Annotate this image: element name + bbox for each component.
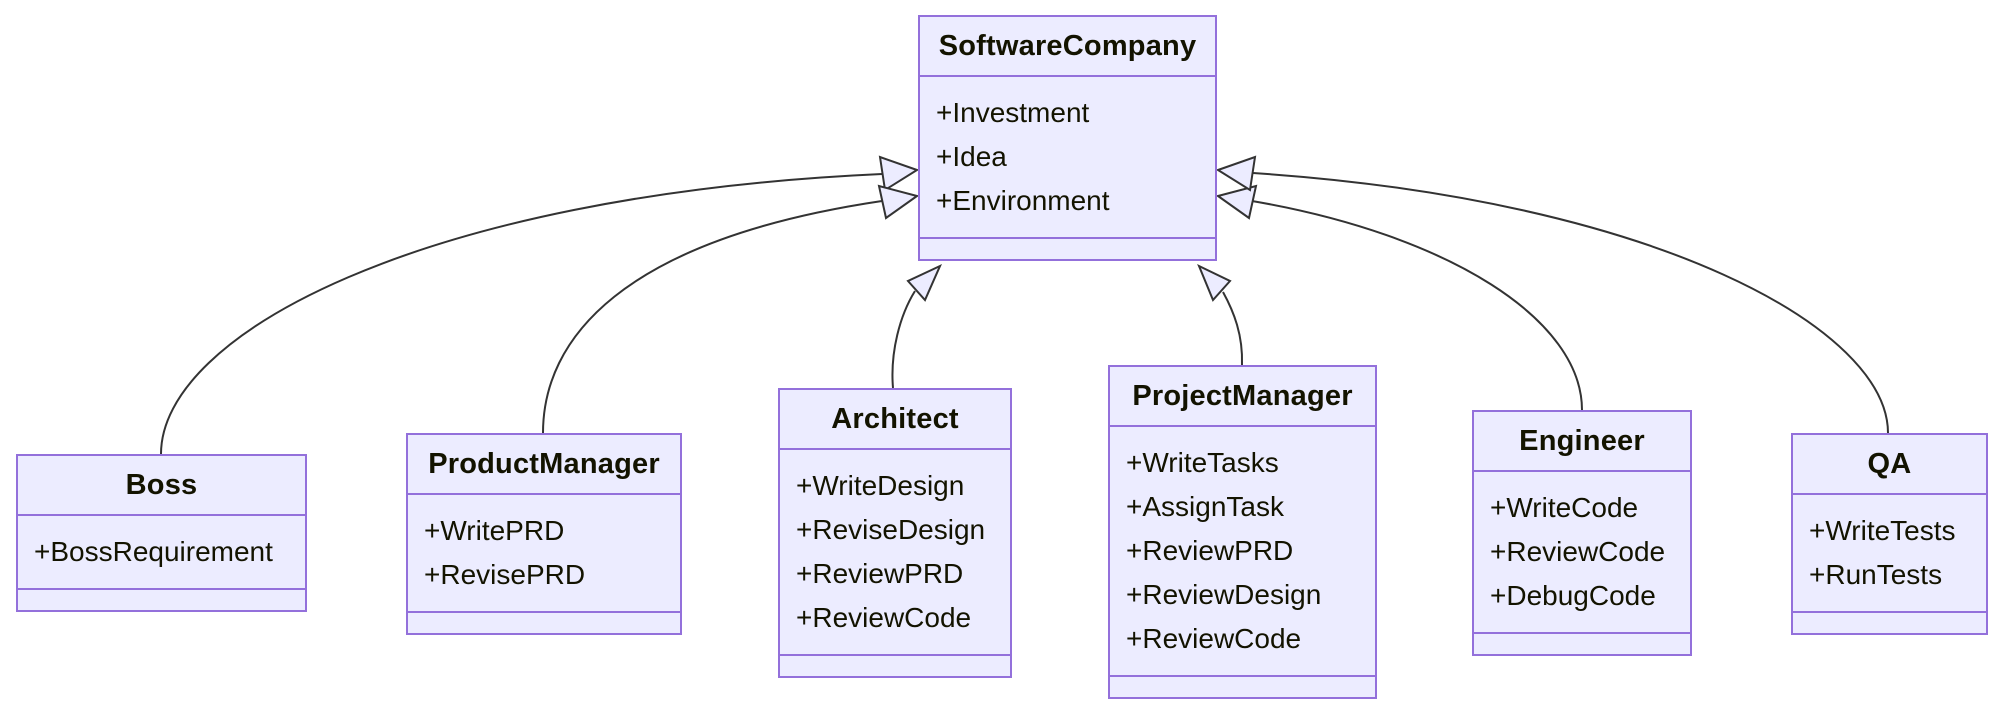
edge-qa-softwarecompany bbox=[1252, 172, 1889, 434]
edge-architect-softwarecompany bbox=[891, 290, 916, 389]
class-box-architect: Architect +WriteDesign +ReviseDesign +Re… bbox=[778, 388, 1012, 678]
edge-projectmanager-softwarecompany bbox=[1222, 291, 1244, 366]
class-attribute: +WriteCode bbox=[1490, 492, 1639, 523]
class-title-projectmanager: ProjectManager bbox=[1132, 379, 1353, 412]
class-attribute: +Investment bbox=[936, 97, 1090, 128]
class-methods-qa bbox=[1793, 611, 1986, 633]
class-attribute: +ReviewPRD bbox=[796, 558, 964, 589]
class-box-softwarecompany: SoftwareCompany +Investment +Idea +Envir… bbox=[918, 15, 1217, 261]
class-attributes-softwarecompany: +Investment +Idea +Environment bbox=[920, 75, 1215, 237]
class-attribute: +ReviewCode bbox=[1126, 623, 1302, 654]
class-box-projectmanager: ProjectManager +WriteTasks +AssignTask +… bbox=[1108, 365, 1377, 699]
inheritance-arrowhead-qa bbox=[1215, 155, 1257, 192]
class-attribute: +BossRequirement bbox=[34, 536, 273, 567]
class-box-engineer: Engineer +WriteCode +ReviewCode +DebugCo… bbox=[1472, 410, 1692, 656]
edge-engineer-softwarecompany bbox=[1251, 200, 1583, 411]
edge-boss-softwarecompany bbox=[160, 173, 883, 455]
inheritance-arrowhead-boss bbox=[878, 155, 920, 192]
class-box-qa: QA +WriteTests +RunTests bbox=[1791, 433, 1988, 635]
class-attribute: +DebugCode bbox=[1490, 580, 1656, 611]
class-title-productmanager: ProductManager bbox=[428, 447, 660, 480]
inheritance-arrowhead-engineer bbox=[1215, 184, 1258, 220]
class-methods-architect bbox=[780, 654, 1010, 676]
class-box-productmanager: ProductManager +WritePRD +RevisePRD bbox=[406, 433, 682, 635]
class-attribute: +WriteTests bbox=[1809, 515, 1956, 546]
class-attribute: +RunTests bbox=[1809, 559, 1943, 590]
class-methods-softwarecompany bbox=[920, 237, 1215, 259]
class-attribute: +Environment bbox=[936, 185, 1110, 216]
class-attributes-productmanager: +WritePRD +RevisePRD bbox=[408, 493, 680, 611]
class-attribute: +ReviseDesign bbox=[796, 514, 986, 545]
class-attribute: +ReviewDesign bbox=[1126, 579, 1322, 610]
class-methods-engineer bbox=[1474, 632, 1690, 654]
class-box-boss: Boss +BossRequirement bbox=[16, 454, 307, 612]
class-attribute: +RevisePRD bbox=[424, 559, 586, 590]
class-attribute: +WritePRD bbox=[424, 515, 565, 546]
inheritance-arrowhead-productmanager bbox=[877, 184, 920, 220]
class-title-engineer: Engineer bbox=[1519, 424, 1645, 457]
class-methods-productmanager bbox=[408, 611, 680, 633]
class-title-boss: Boss bbox=[125, 468, 198, 501]
class-attribute: +Idea bbox=[936, 141, 1007, 172]
edge-productmanager-softwarecompany bbox=[542, 200, 883, 434]
class-attribute: +AssignTask bbox=[1126, 491, 1284, 522]
class-attributes-qa: +WriteTests +RunTests bbox=[1793, 493, 1986, 611]
class-attribute: +ReviewPRD bbox=[1126, 535, 1294, 566]
class-methods-projectmanager bbox=[1110, 675, 1375, 697]
class-attributes-projectmanager: +WriteTasks +AssignTask +ReviewPRD +Revi… bbox=[1110, 425, 1375, 675]
inheritance-arrowhead-projectmanager bbox=[1197, 263, 1232, 302]
class-methods-boss bbox=[18, 588, 305, 610]
class-attribute: +WriteDesign bbox=[796, 470, 965, 501]
class-title-softwarecompany: SoftwareCompany bbox=[938, 29, 1197, 62]
class-attributes-architect: +WriteDesign +ReviseDesign +ReviewPRD +R… bbox=[780, 448, 1010, 654]
class-title-qa: QA bbox=[1867, 447, 1912, 480]
class-attribute: +ReviewCode bbox=[796, 602, 972, 633]
class-attribute: +ReviewCode bbox=[1490, 536, 1666, 567]
inheritance-arrowhead-architect bbox=[906, 263, 942, 302]
class-attributes-engineer: +WriteCode +ReviewCode +DebugCode bbox=[1474, 470, 1690, 632]
class-attributes-boss: +BossRequirement bbox=[18, 514, 305, 588]
class-title-architect: Architect bbox=[831, 402, 959, 435]
class-attribute: +WriteTasks bbox=[1126, 447, 1279, 478]
